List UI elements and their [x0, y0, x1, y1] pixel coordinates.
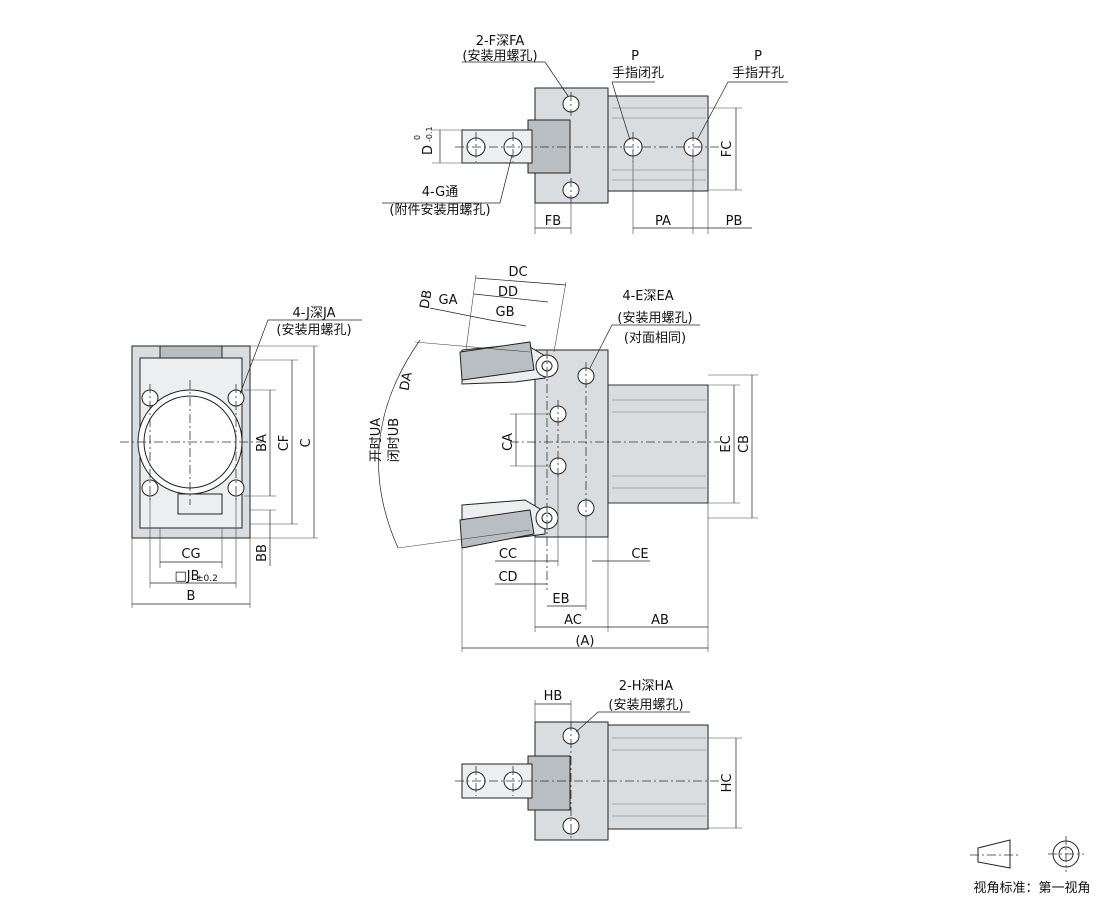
label-jb: □JB — [174, 569, 199, 584]
top-view: 2-F深FA (安装用螺孔) P 手指闭孔 P 手指开孔 D 0 -0.1 FC… — [382, 34, 788, 234]
label-eb: EB — [552, 592, 569, 607]
front-cylinder-body — [607, 384, 709, 504]
label-pa: PA — [655, 214, 671, 229]
label-ca: CA — [501, 433, 516, 451]
label-cb: CB — [737, 435, 752, 453]
label-ab: AB — [651, 613, 669, 628]
label-4e-sub2: (对面相同) — [624, 331, 686, 346]
label-hb: HB — [544, 689, 563, 704]
label-2h: 2-H深HA — [619, 679, 674, 694]
label-db: DB — [418, 289, 436, 310]
left-end-view: 4-J深JA (安装用螺孔) BA CF C BB CG □JB ±0.2 B — [120, 306, 362, 608]
label-a: (A) — [575, 634, 594, 649]
label-cf: CF — [277, 435, 292, 452]
label-bb: BB — [255, 544, 270, 562]
label-dd: DD — [498, 285, 518, 300]
top-jaw-slide — [527, 119, 571, 174]
label-4e-sub: (安装用螺孔) — [617, 311, 692, 326]
label-dc: DC — [508, 265, 527, 280]
label-ac: AC — [564, 613, 582, 628]
opening-angle-arc — [378, 339, 421, 549]
label-ec: EC — [719, 435, 734, 452]
label-b: B — [187, 589, 196, 604]
label-gb: GB — [496, 305, 515, 320]
label-d-tol: 0 — [413, 135, 422, 140]
bottom-cylinder-body — [607, 724, 709, 830]
label-da: DA — [398, 371, 416, 392]
label-d: D — [421, 145, 436, 155]
label-pb: PB — [726, 214, 743, 229]
label-fb: FB — [545, 214, 561, 229]
label-ba: BA — [255, 434, 270, 452]
label-p-open: P — [754, 49, 762, 64]
label-4e: 4-E深EA — [622, 289, 673, 304]
label-jb-tol: ±0.2 — [196, 574, 218, 584]
label-4g-sub: (附件安装用螺孔) — [389, 203, 490, 218]
label-4j: 4-J深JA — [292, 306, 335, 321]
label-2h-sub: (安装用螺孔) — [608, 698, 683, 713]
label-2f-sub: (安装用螺孔) — [462, 49, 537, 64]
label-cc: CC — [499, 547, 517, 562]
label-p-close: P — [631, 49, 639, 64]
label-ga: GA — [439, 293, 458, 308]
label-ub: 闭时UB — [387, 418, 402, 462]
projection-cone-icon — [977, 839, 1011, 869]
label-ua: 开时UA — [369, 418, 384, 463]
label-2f: 2-F深FA — [476, 34, 525, 49]
label-p-close-sub: 手指闭孔 — [612, 66, 664, 81]
label-4g: 4-G通 — [422, 185, 459, 200]
label-p-open-sub: 手指开孔 — [732, 66, 784, 81]
label-c: C — [299, 438, 314, 447]
projection-legend: 视角标准：第一视角 — [973, 881, 1090, 896]
label-fc: FC — [720, 141, 735, 158]
projection-symbol: 视角标准：第一视角 — [970, 836, 1091, 896]
label-hc: HC — [720, 774, 735, 793]
label-d-tol2: -0.1 — [425, 126, 434, 142]
front-view: DC DD DB GA GB DA 4-E深EA (安装用螺孔) (对面相同) … — [369, 265, 758, 652]
label-cg: CG — [181, 547, 200, 562]
label-4j-sub: (安装用螺孔) — [276, 323, 351, 338]
label-cd: CD — [498, 570, 517, 585]
label-ce: CE — [631, 547, 648, 562]
bottom-view: HB 2-H深HA (安装用螺孔) HC — [455, 679, 742, 841]
